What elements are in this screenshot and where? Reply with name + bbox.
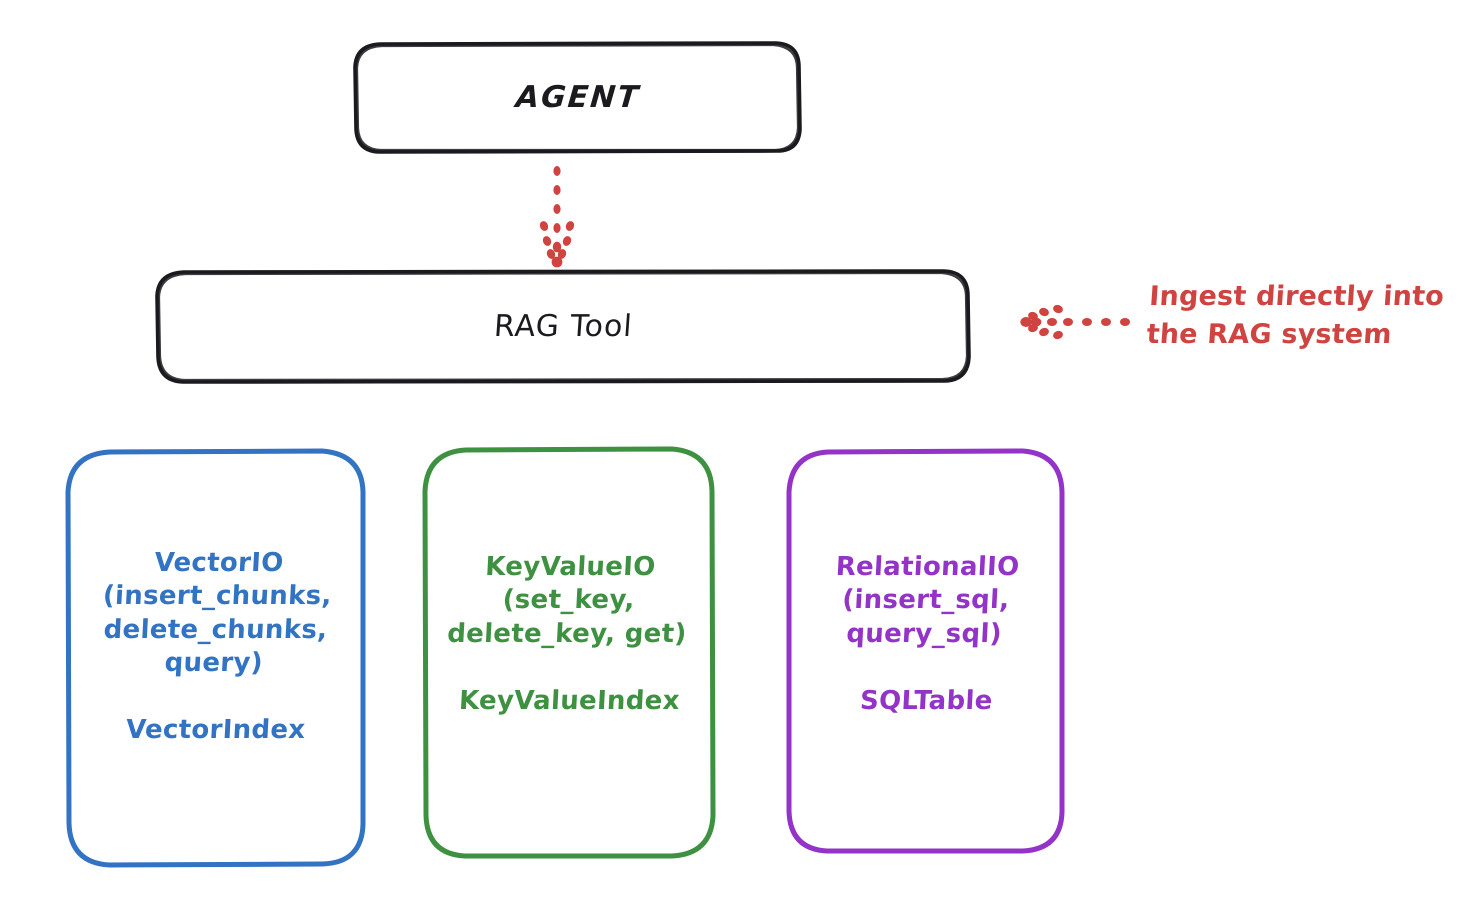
key-value-io-api-label: KeyValueIO (set_key, delete_key, get) [446,552,688,649]
rag-tool-box-outline [155,269,971,384]
agent-box-outline [353,41,802,154]
vector-io-box-outline [65,448,366,868]
vector-index-label: VectorIndex [125,715,307,746]
agent-label: AGENT [514,80,641,115]
ingest-annotation-label: Ingest directly into the RAG system [1145,281,1446,351]
vector-io-node[interactable]: VectorIO (insert_chunks, delete_chunks, … [68,451,364,865]
key-value-index-label: KeyValueIndex [457,685,681,716]
relational-io-node[interactable]: RelationalIO (insert_sql, query_sql) SQL… [789,451,1063,851]
rag-tool-node[interactable]: RAG Tool [157,270,970,383]
relational-io-api-label: RelationalIO (insert_sql, query_sql) [835,552,1021,649]
rag-tool-label: RAG Tool [492,309,635,344]
vector-io-api-label: VectorIO (insert_chunks, delete_chunks, … [101,548,333,678]
relational-io-box-outline [786,448,1065,854]
ingest-arrow [1020,304,1130,340]
key-value-io-node[interactable]: KeyValueIO (set_key, delete_key, get) Ke… [425,449,713,856]
agent-to-rag-tool-arrow [539,166,575,268]
sql-table-label: SQLTable [858,685,994,716]
key-value-io-box-outline [422,446,716,859]
agent-node[interactable]: AGENT [355,42,800,153]
